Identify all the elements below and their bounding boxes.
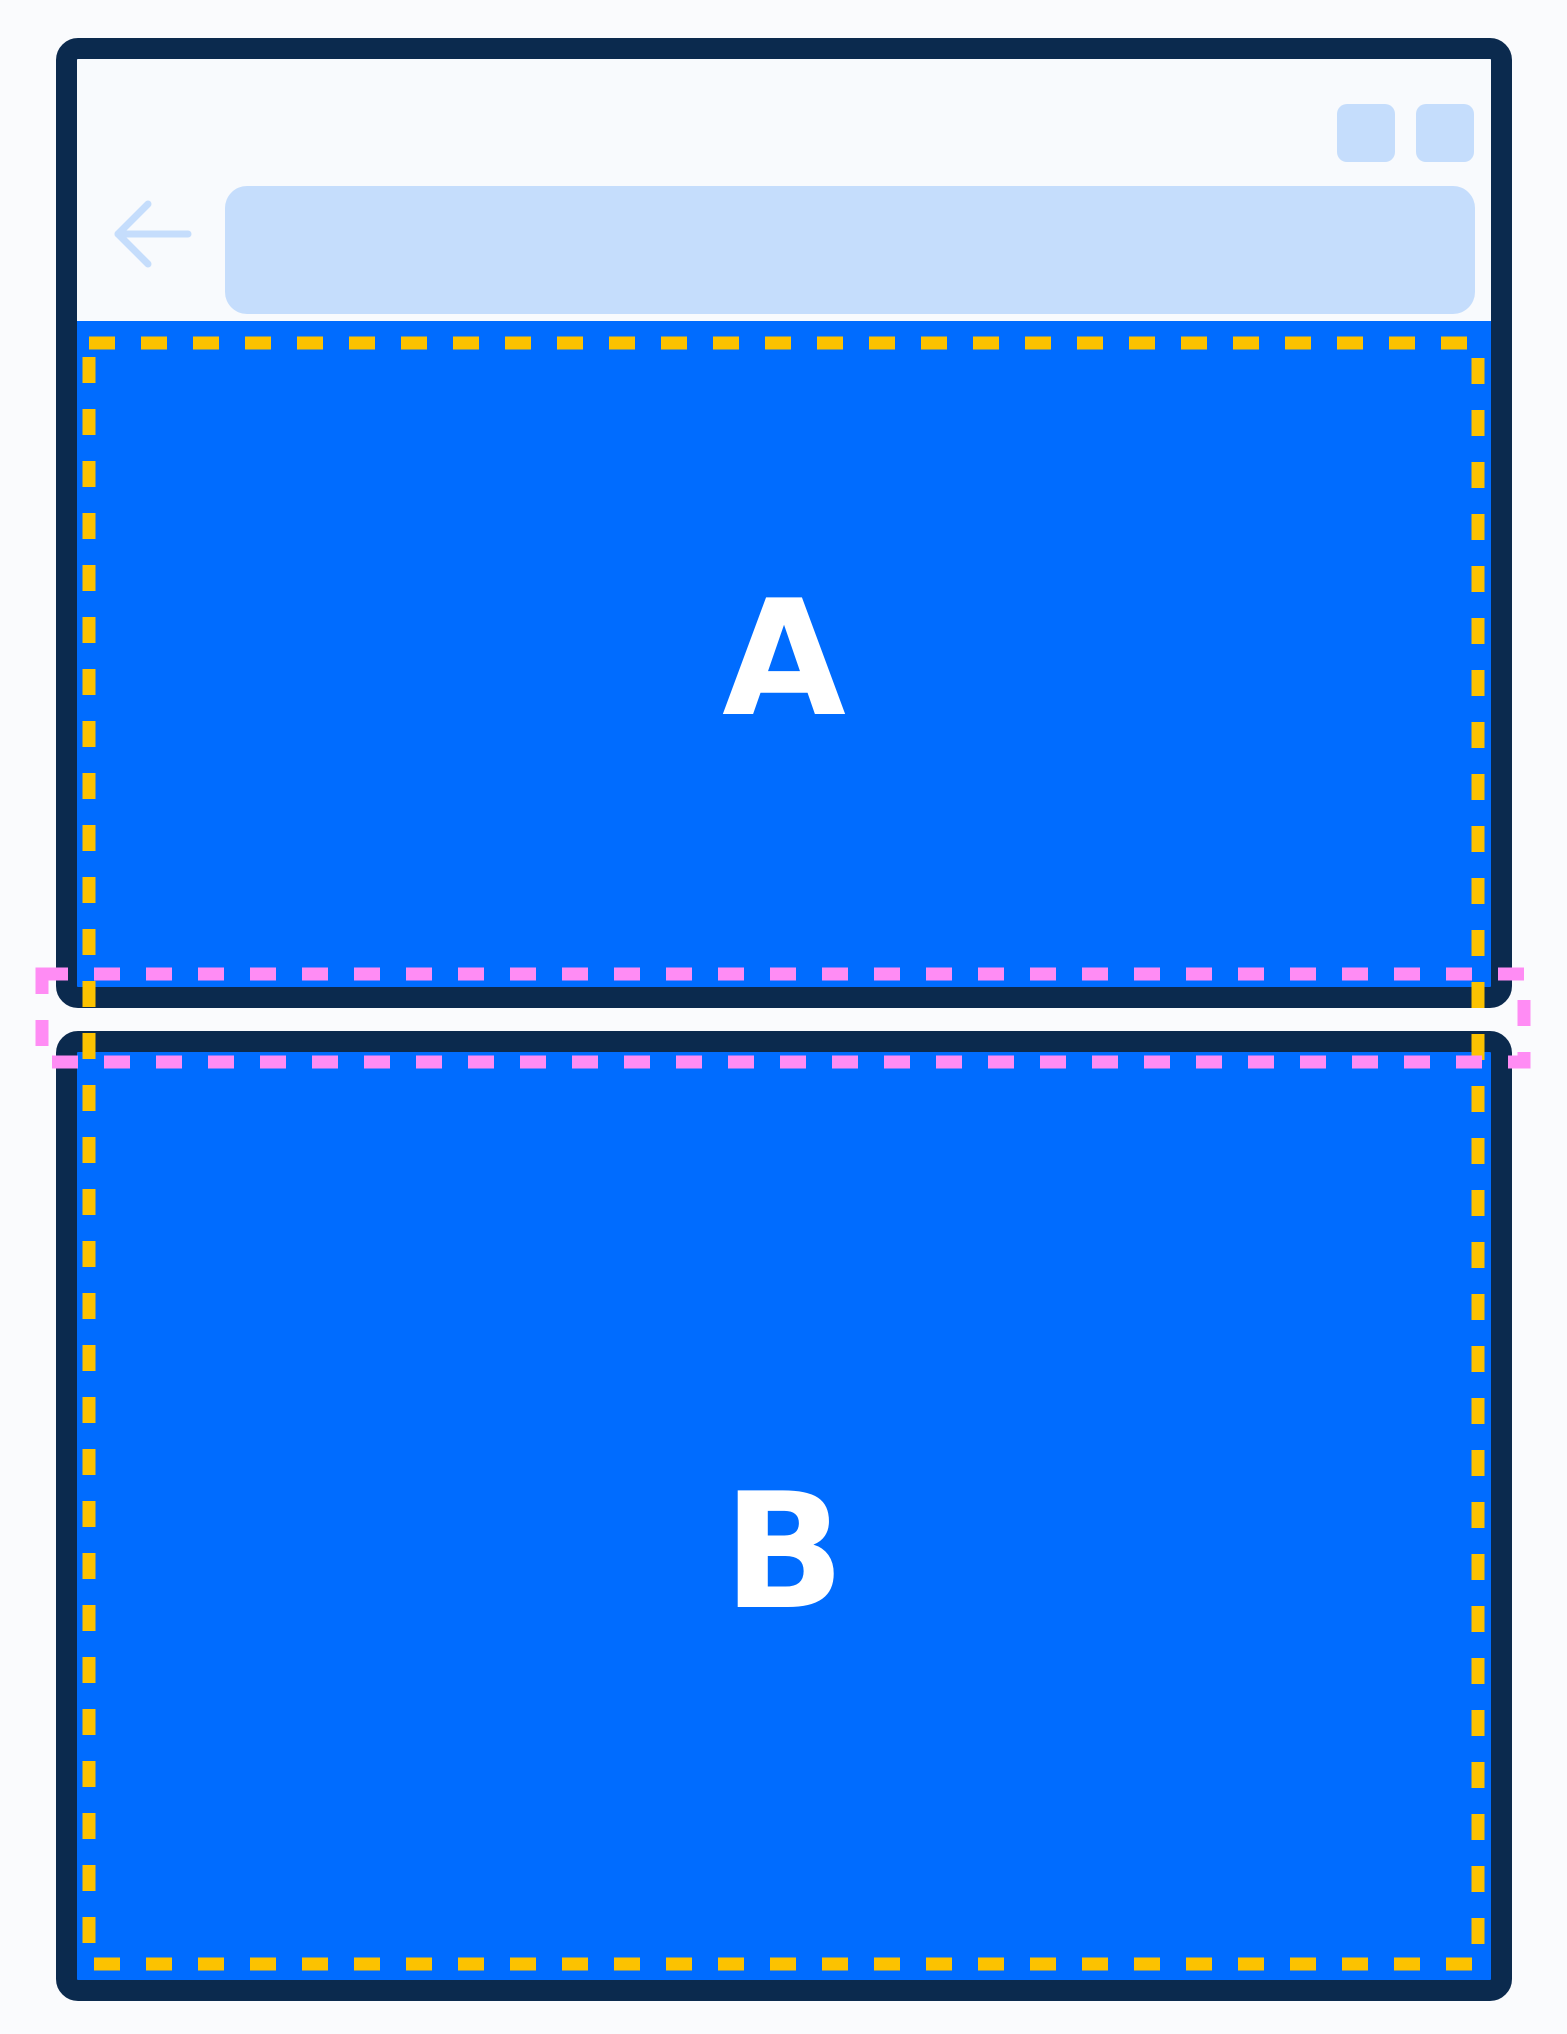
window-control-button[interactable] bbox=[1416, 104, 1474, 162]
window-control-button[interactable] bbox=[1337, 104, 1395, 162]
address-bar[interactable] bbox=[225, 186, 1475, 314]
region-label-b: B bbox=[723, 1458, 845, 1645]
browser-window-bottom: B bbox=[56, 1031, 1512, 2001]
browser-window-top: A bbox=[56, 38, 1512, 1008]
region-label-a: A bbox=[722, 565, 846, 752]
browser-chrome bbox=[77, 59, 1491, 321]
arrow-left-icon[interactable] bbox=[112, 194, 192, 274]
